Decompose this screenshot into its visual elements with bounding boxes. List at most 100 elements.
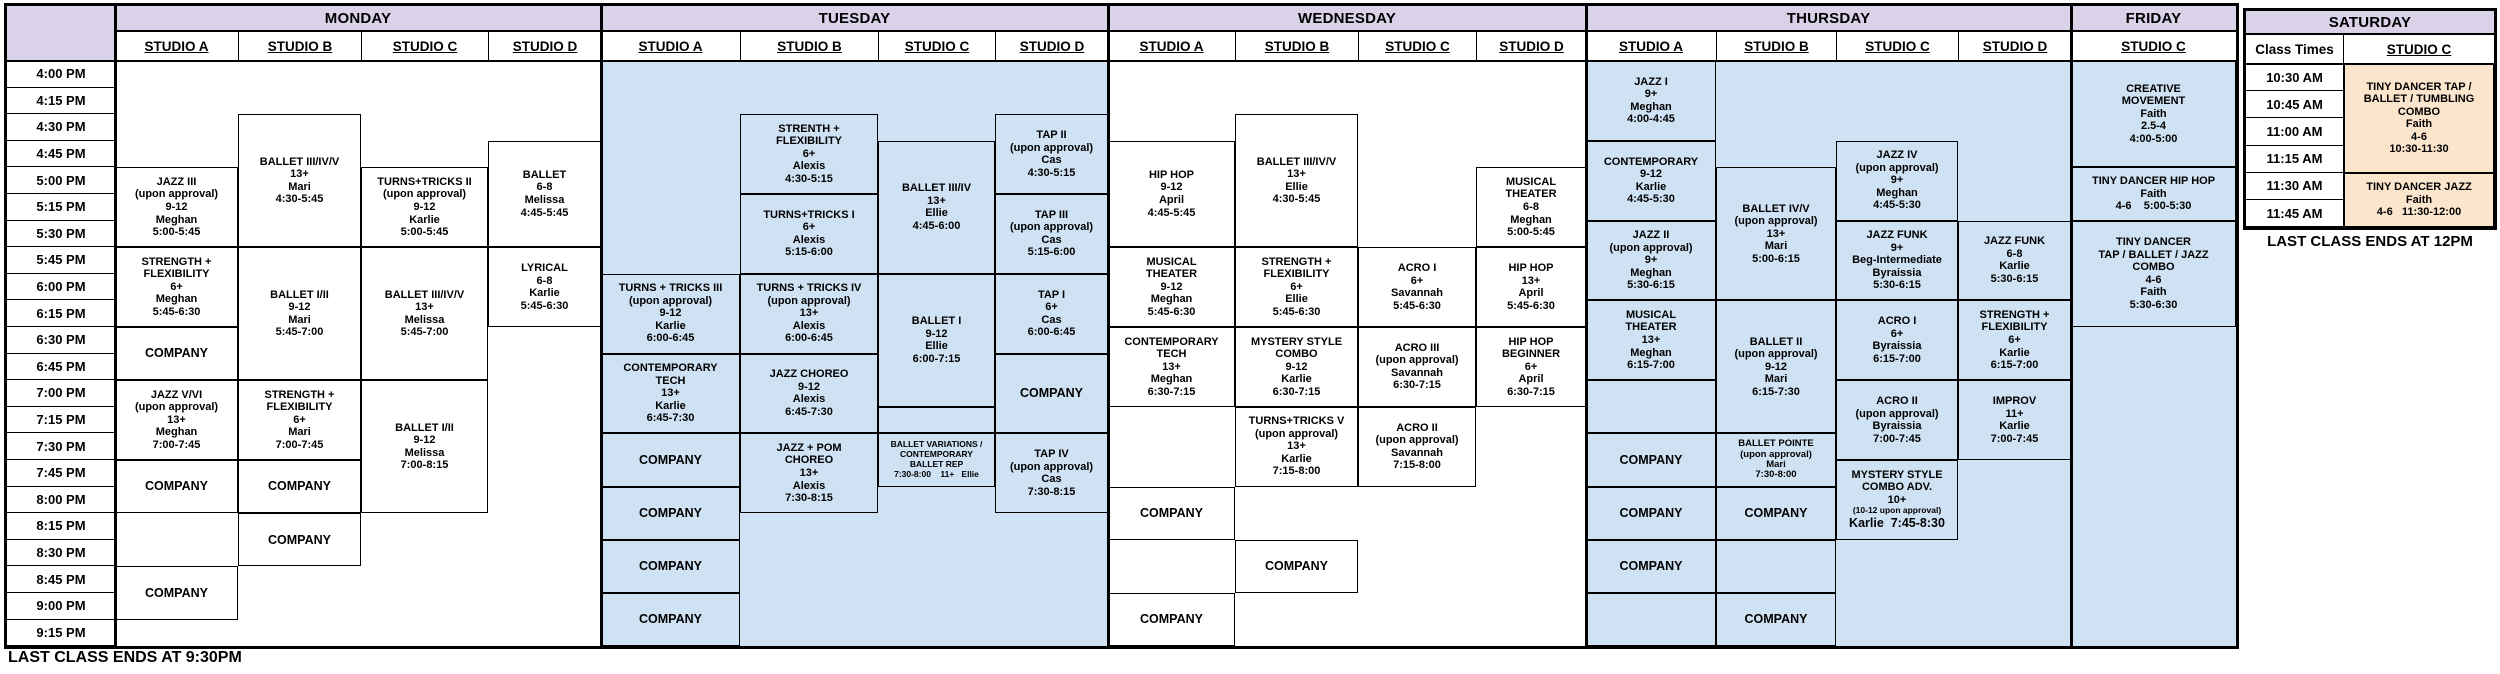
- class-line: COMPANY: [639, 452, 702, 467]
- day-divider-line: [113, 6, 117, 647]
- day-divider-line: [2069, 6, 2073, 647]
- studio-name: STUDIO C: [392, 38, 458, 54]
- class-line: 9+: [1644, 254, 1658, 267]
- class-line: Meghan: [1150, 373, 1193, 386]
- time-label: 7:15 PM: [36, 412, 86, 428]
- class-line: Faith: [2405, 118, 2433, 131]
- class-cell: COMPANY: [238, 460, 361, 514]
- column-header: Class Times: [2255, 41, 2334, 57]
- class-line: COMPANY: [1744, 506, 1808, 521]
- class-line: BALLET II: [1749, 335, 1803, 348]
- class-line: 6+: [1410, 274, 1424, 287]
- class-cell: COMPANY: [1716, 486, 1836, 540]
- class-line: Cas: [1041, 233, 1062, 246]
- time-label-cell: 4:00 PM: [7, 61, 115, 88]
- header-divider-line: [7, 59, 2236, 63]
- time-label-cell: 8:00 PM: [7, 486, 115, 514]
- class-line: CONTEMPORARY: [623, 362, 718, 375]
- time-label-cell: 6:00 PM: [7, 273, 115, 301]
- class-line: TURNS + TRICKS IV: [756, 282, 862, 295]
- studio-header-tuesday-b: STUDIO B: [740, 31, 878, 61]
- class-line: BALLET IV/V: [1742, 202, 1810, 215]
- time-label-cell: 6:30 PM: [7, 327, 115, 354]
- corner-cell: [7, 6, 115, 61]
- class-line: 6:45-7:30: [785, 406, 833, 419]
- class-line: 7:30-8:15: [1027, 485, 1076, 498]
- studio-header-monday-c: STUDIO C: [361, 31, 488, 61]
- class-line: 9-12: [659, 307, 682, 320]
- studio-name: STUDIO C: [1385, 38, 1450, 54]
- class-line: 9+: [1644, 88, 1658, 101]
- class-line: Karlie 7:45-8:30: [1849, 516, 1945, 531]
- class-line: MUSICAL: [1146, 255, 1197, 268]
- class-line: COMPANY: [1619, 506, 1683, 521]
- class-line: 2.5-4: [2140, 120, 2167, 133]
- class-cell: COMPANY: [1586, 539, 1716, 593]
- studio-header-thursday-c: STUDIO C: [1836, 31, 1958, 61]
- time-label-cell: 11:30 AM: [2246, 172, 2344, 200]
- class-line: 5:00-6:15: [1752, 252, 1800, 265]
- class-line: 6+: [1290, 280, 1303, 293]
- time-label: 8:30 PM: [36, 545, 86, 561]
- time-label: 4:00 PM: [36, 66, 86, 82]
- class-line: COMPANY: [268, 532, 331, 547]
- class-line: JAZZ I: [1634, 75, 1668, 88]
- class-line: 13+: [799, 307, 819, 320]
- class-line: 6+: [1890, 327, 1904, 340]
- studio-name: STUDIO A: [144, 38, 209, 54]
- class-line: TURNS + TRICKS III: [618, 282, 723, 295]
- class-line: 5:00-5:45: [400, 226, 449, 239]
- class-line: 7:00-7:45: [152, 438, 201, 451]
- studio-name: STUDIO C: [1865, 38, 1930, 54]
- time-label: 11:30 AM: [2266, 178, 2323, 194]
- class-line: Byraissia: [1872, 340, 1922, 353]
- class-line: HIP HOP: [1508, 262, 1554, 275]
- class-line: 9-12: [413, 201, 436, 214]
- class-line: Meghan: [1876, 186, 1918, 199]
- class-line: 7:00-7:45: [1873, 432, 1921, 445]
- class-line: (upon approval): [1609, 241, 1693, 254]
- class-line: 5:45-6:30: [1272, 305, 1321, 318]
- class-line: 6+: [2008, 334, 2021, 347]
- class-line: (upon approval): [134, 188, 219, 201]
- class-line: 6:30-7:15: [1272, 385, 1321, 398]
- class-line: COMPANY: [639, 612, 702, 627]
- class-line: STRENGTH +: [1979, 308, 2050, 321]
- class-line: 6:45-7:30: [646, 412, 695, 425]
- time-label-cell: 9:15 PM: [7, 619, 115, 647]
- day-divider-line: [599, 6, 603, 647]
- studio-name: STUDIO D: [512, 38, 578, 54]
- class-line: TURNS+TRICKS II: [377, 175, 472, 188]
- class-line: FLEXIBILITY: [143, 268, 210, 281]
- class-line: LYRICAL: [521, 262, 568, 275]
- time-label-cell: 9:00 PM: [7, 593, 115, 620]
- class-line: (upon approval): [1740, 448, 1812, 460]
- time-label: 5:45 PM: [36, 252, 86, 268]
- class-line: 9-12: [165, 201, 188, 214]
- class-line: TINY DANCER HIP HOP: [2091, 175, 2216, 188]
- class-line: 7:30-8:15: [785, 492, 833, 505]
- class-line: 4:30-5:15: [1027, 166, 1076, 179]
- time-label: 4:45 PM: [36, 146, 86, 162]
- class-line: MYSTERY STYLE: [1250, 335, 1343, 348]
- class-line: STRENGTH +: [141, 255, 212, 268]
- class-line: Cas: [1041, 473, 1062, 486]
